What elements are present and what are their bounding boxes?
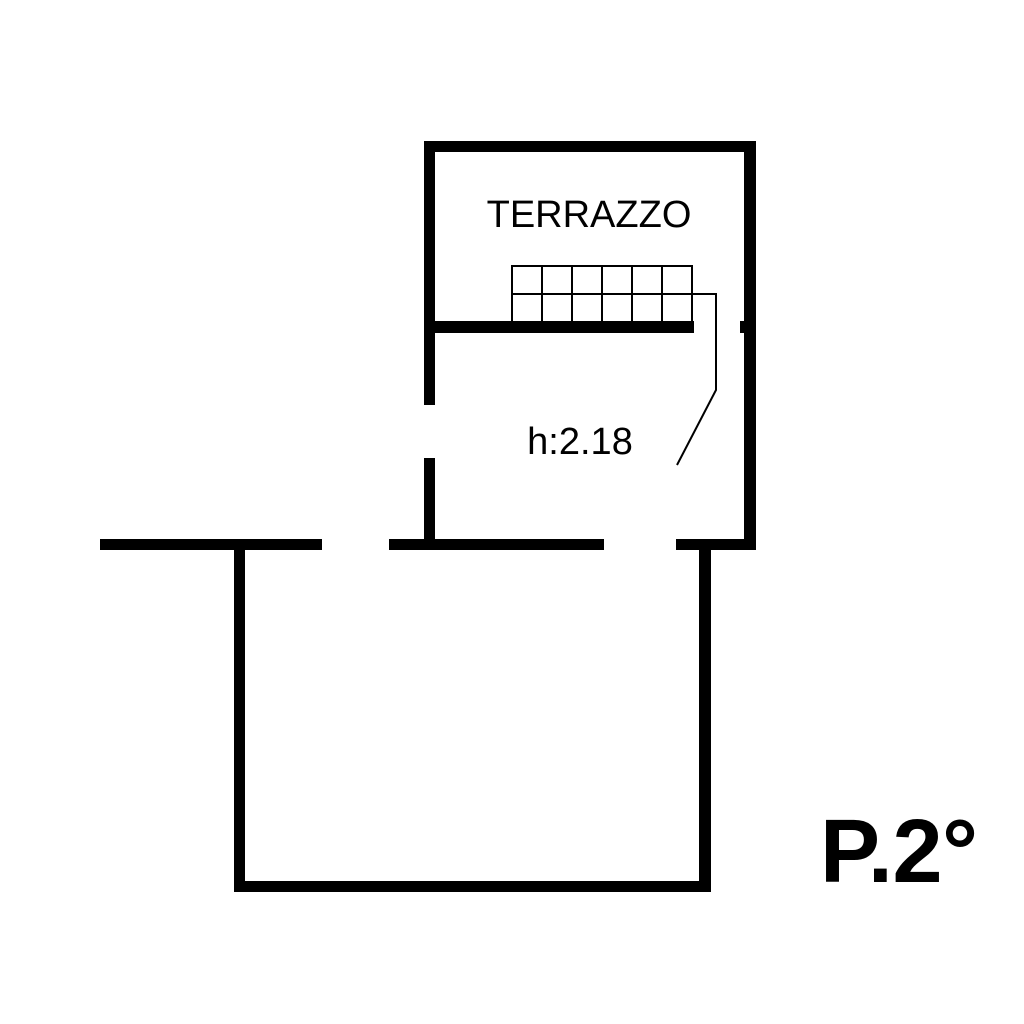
floor-label: P.2° [820,802,978,902]
upper-left-wall-top [424,141,435,405]
right-wall-stub [740,321,746,333]
lower-right-wall [699,545,711,892]
room-label: TERRAZZO [487,194,692,236]
height-label: h:2.18 [527,421,633,463]
upper-left-wall-bottom [424,458,435,546]
upper-right-wall [744,141,756,550]
walls [100,141,756,892]
lower-left-wall [234,545,245,892]
middle-wall-segment-3 [676,539,756,550]
terrace-inner-wall [435,321,694,333]
middle-wall-segment-1 [100,539,322,550]
terrace-top-wall [424,141,756,152]
stair-direction-line [676,293,717,466]
stair-grid [511,265,693,323]
middle-wall-segment-2 [389,539,604,550]
lower-bottom-wall [234,881,711,892]
